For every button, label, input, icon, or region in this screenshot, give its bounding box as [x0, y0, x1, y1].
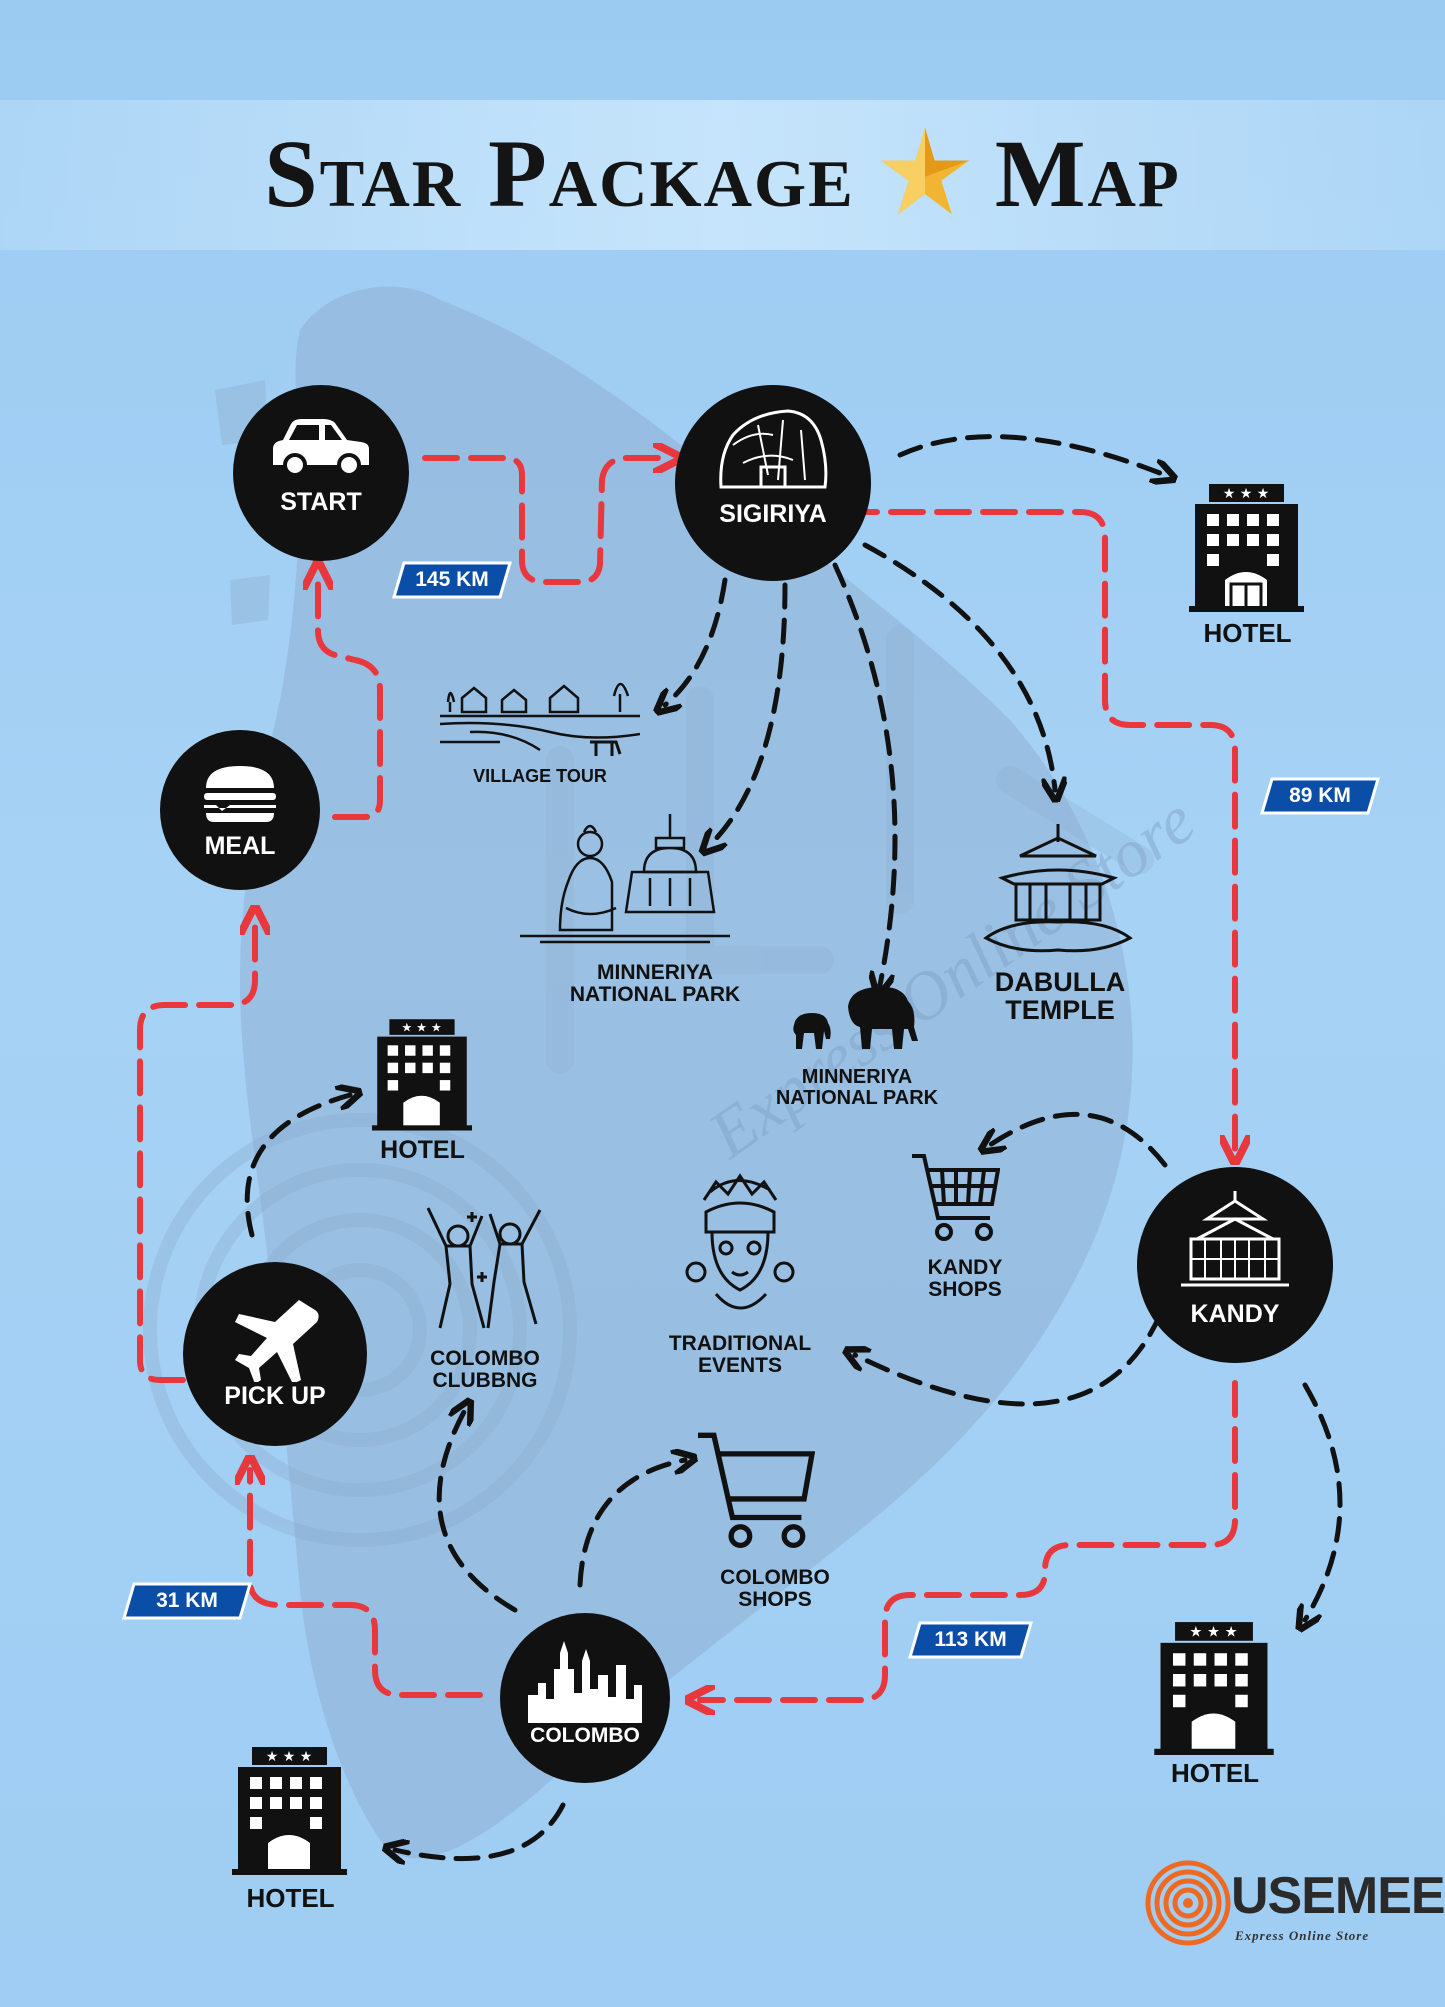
node-pickup-label: PICK UP: [224, 1382, 326, 1410]
route-sigiriya-kandy: [842, 509, 1235, 1150]
distance-badge-31: 31 KM: [122, 1581, 252, 1621]
route-kandy-colombo: [700, 1380, 1238, 1700]
distance-badge-145: 145 KM: [392, 560, 512, 600]
label-traditional-events: TRADITIONAL EVENTS: [668, 1332, 812, 1378]
village-icon: [440, 682, 640, 756]
title-band: [0, 100, 1445, 250]
svg-text:★ ★ ★: ★ ★ ★: [401, 1020, 442, 1034]
colombo-shopping-cart-icon: [697, 1432, 815, 1549]
page-title: Star Package Map: [0, 118, 1445, 229]
node-colombo-label: COLOMBO: [530, 1724, 640, 1747]
node-colombo: COLOMBO: [500, 1613, 670, 1783]
skyline-icon: [528, 1641, 642, 1723]
spiral-logo-icon: [1145, 1860, 1231, 1946]
hotel-label: HOTEL: [380, 1136, 465, 1164]
svg-text:★ ★ ★: ★ ★ ★: [1223, 486, 1270, 502]
kandy-shopping-cart-icon: [912, 1154, 1000, 1241]
elephant-icon: [793, 986, 918, 1049]
label-colombo-clubbing: COLOMBO CLUBBNG: [430, 1347, 540, 1393]
burger-icon: [204, 766, 276, 822]
route-pickup-meal: [137, 920, 255, 1383]
path-sigiriya-minneriya-b: [832, 562, 898, 985]
path-sigiriya-dabulla: [862, 542, 1055, 790]
svg-text:★ ★ ★: ★ ★ ★: [1189, 1625, 1237, 1641]
route-meal-start: [318, 575, 383, 820]
label-kandy-shops: KANDY SHOPS: [927, 1256, 1003, 1302]
node-sigiriya-label: SIGIRIYA: [719, 500, 827, 528]
path-kandy-shops: [990, 1112, 1168, 1168]
node-start-label: START: [280, 488, 362, 516]
label-colombo-shops: COLOMBO SHOPS: [720, 1566, 830, 1612]
temple-icon: [1181, 1191, 1289, 1287]
svg-text:★ ★ ★: ★ ★ ★: [266, 1749, 313, 1765]
path-kandy-hotel: [1305, 1382, 1343, 1620]
node-meal-label: MEAL: [204, 832, 276, 860]
label-village-tour: VILLAGE TOUR: [473, 766, 607, 786]
distance-badge-89: 89 KM: [1260, 776, 1380, 816]
traditional-mask-icon: [685, 1173, 795, 1310]
label-minneriya-b: MINNERIYA NATIONAL PARK: [775, 1066, 939, 1109]
rock-fortress-icon: [719, 409, 828, 489]
path-pickup-hotel: [244, 1095, 350, 1238]
route-start-sigiriya: [422, 458, 668, 585]
route-colombo-pickup: [250, 1470, 483, 1698]
node-start: START: [233, 385, 409, 561]
hotel-icon: ★ ★ ★: [372, 1019, 472, 1131]
path-sigiriya-hotel: [897, 434, 1165, 475]
path-colombo-clubbing: [436, 1410, 518, 1613]
path-sigiriya-village: [665, 577, 728, 705]
hotel-icon: ★ ★ ★: [232, 1747, 347, 1875]
dabulla-temple-icon: [983, 824, 1133, 953]
hotel-pickup: ★ ★ ★ HOTEL: [360, 1015, 485, 1185]
distance-badge-113: 113 KM: [908, 1620, 1033, 1660]
node-pickup: PICK UP: [183, 1262, 367, 1446]
label-dabulla-temple: DABULLA TEMPLE: [994, 967, 1126, 1026]
buddha-stupa-icon: [520, 814, 730, 944]
hotel-icon: ★ ★ ★: [1154, 1622, 1274, 1755]
hotel-label: HOTEL: [246, 1883, 335, 1913]
title-left: Star Package: [264, 120, 855, 227]
path-colombo-hotel: [395, 1802, 566, 1859]
hotel-sigiriya: ★ ★ ★ HOTEL: [1185, 482, 1310, 652]
hotel-kandy: ★ ★ ★ HOTEL: [1150, 1620, 1280, 1790]
brand-tagline: Express Online Store: [1235, 1928, 1370, 1943]
brand-name: USEMEE: [1231, 1867, 1445, 1925]
airplane-icon: [235, 1300, 319, 1382]
path-colombo-shops: [577, 1460, 685, 1588]
label-minneriya-a: MINNERIYA NATIONAL PARK: [569, 961, 741, 1007]
hotel-label: HOTEL: [1170, 1758, 1260, 1788]
star-icon: [880, 127, 969, 215]
brand-logo: USEMEE Express Online Store: [1143, 1858, 1445, 1958]
hotel-icon: ★ ★ ★: [1189, 484, 1304, 612]
path-kandy-traditional: [855, 1312, 1163, 1407]
node-sigiriya: SIGIRIYA: [675, 385, 871, 581]
title-right: Map: [994, 120, 1181, 227]
node-kandy: KANDY: [1137, 1167, 1333, 1363]
node-meal: MEAL: [160, 730, 320, 890]
hotel-label: HOTEL: [1203, 618, 1292, 648]
hotel-colombo: ★ ★ ★ HOTEL: [228, 1745, 353, 1915]
dancers-icon: [426, 1207, 542, 1329]
path-sigiriya-minneriya-a: [710, 582, 788, 845]
car-icon: [273, 419, 369, 475]
node-kandy-label: KANDY: [1190, 1300, 1280, 1328]
